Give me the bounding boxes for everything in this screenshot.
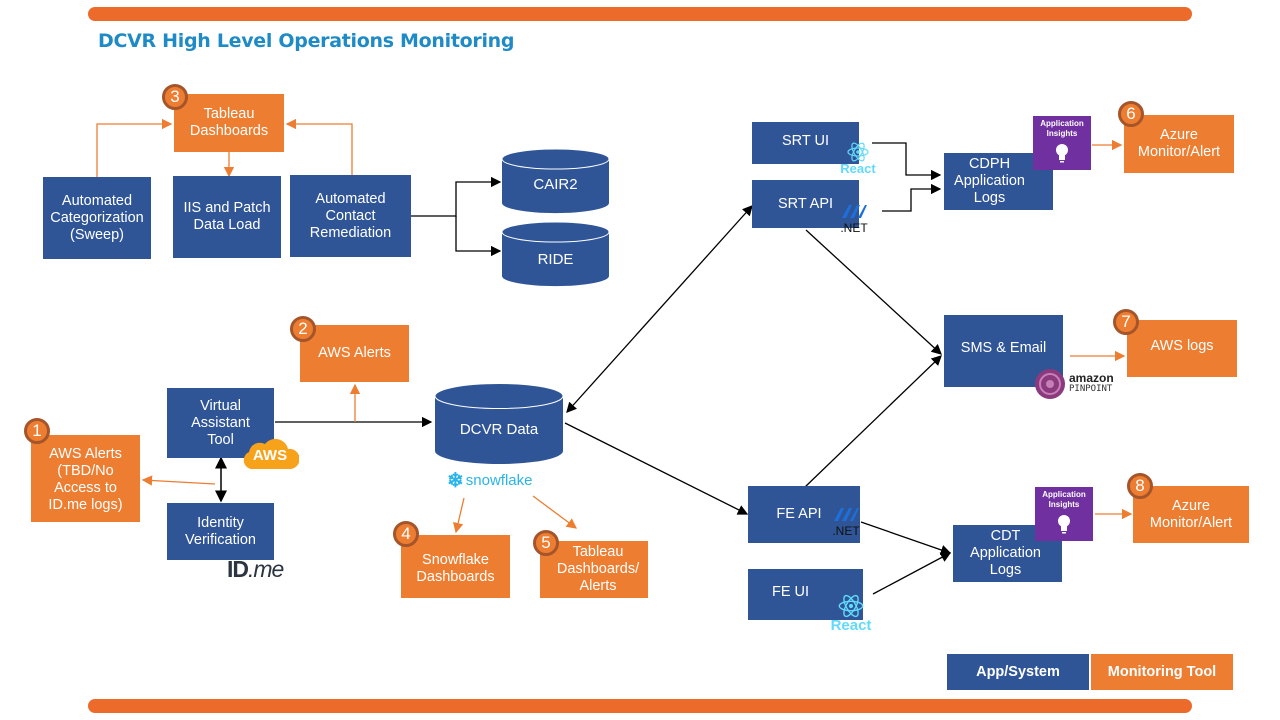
snowflake-label: snowflake [465, 472, 533, 489]
pinpoint-label: PINPOINT [1069, 384, 1113, 394]
idme-me: .me [248, 556, 284, 582]
badge-1: 1 [24, 418, 50, 444]
react-icon [847, 142, 869, 162]
react-label: React [840, 161, 876, 176]
amazon-label: amazon [1069, 371, 1114, 385]
srt-api-box: SRT API [752, 180, 859, 228]
edge-contact-to-tableau [285, 118, 353, 175]
dotnet-icon [842, 205, 867, 218]
lightbulb-icon [1058, 515, 1070, 534]
automated-categorization-box: Automated Categorization (Sweep) [43, 177, 151, 259]
idme-id: ID [227, 556, 249, 582]
dotnet-label: .NET [832, 524, 860, 538]
bottom-accent-bar [88, 699, 1192, 713]
snowflake-icon: ❄ [447, 470, 464, 492]
azure-monitor-box-6: Azure Monitor/Alert [1124, 115, 1234, 173]
amazon-pinpoint-logo: amazon PINPOINT [1034, 368, 1114, 400]
edge-contact-to-ride [455, 216, 502, 257]
dcvr-data-label: DCVR Data [459, 421, 539, 438]
aws-alerts-box-1: AWS Alerts (TBD/No Access to ID.me logs) [31, 435, 140, 522]
dotnet-logo-fe: .NET [830, 506, 862, 538]
iis-patch-box: IIS and Patch Data Load [173, 176, 281, 258]
fe-api-box: FE API [748, 486, 860, 543]
tableau-alerts-box: Tableau Dashboards/ Alerts [540, 541, 648, 598]
srt-ui-box: SRT UI [752, 122, 859, 164]
edge-contact-to-cair2 [411, 176, 502, 217]
react-icon [838, 594, 864, 618]
tableau-dashboards-box: Tableau Dashboards [174, 94, 284, 152]
idme-logo: ID.me [227, 556, 284, 583]
badge-5: 5 [533, 530, 559, 556]
edge-feapi-to-cdt [860, 521, 952, 555]
edge-sweep-to-tableau [96, 118, 173, 177]
cair2-label: CAIR2 [533, 176, 578, 193]
aws-label: AWS [252, 447, 288, 464]
react-label: React [830, 617, 872, 634]
aws-alerts-box-2: AWS Alerts [300, 325, 409, 382]
app-insights-label: Application Insights [1042, 490, 1086, 509]
automated-contact-box: Automated Contact Remediation [290, 175, 411, 257]
aws-logs-box: AWS logs [1127, 320, 1237, 377]
edge-dcvr-to-tableau-alerts [532, 495, 578, 529]
edge-dcvr-to-feapi [564, 422, 749, 515]
top-accent-bar [88, 7, 1192, 21]
edge-dcvr-to-snowflake-dash [453, 497, 465, 534]
legend-app-system: App/System [947, 654, 1089, 690]
edge-srtui-to-cdph [872, 142, 942, 181]
aws-cloud-icon [243, 438, 300, 469]
dotnet-icon [834, 508, 859, 521]
dotnet-label: .NET [840, 221, 868, 235]
dcvr-data-database: DCVR Data [434, 383, 564, 465]
app-insights-cdph: Application Insights [1033, 116, 1091, 170]
edge-dcvr-srtapi [566, 205, 753, 413]
react-logo-srt: React [836, 142, 880, 176]
edge-va-to-awsalerts1 [141, 475, 216, 486]
legend-monitoring-tool: Monitoring Tool [1091, 654, 1233, 690]
edge-srtapi-to-sms [805, 229, 942, 355]
ride-database: RIDE [501, 221, 610, 287]
pinpoint-icon [1035, 369, 1065, 399]
edge-feui-to-cdt [872, 552, 952, 595]
badge-3: 3 [162, 84, 188, 110]
badge-2: 2 [290, 316, 316, 342]
azure-monitor-box-8: Azure Monitor/Alert [1133, 486, 1249, 543]
app-insights-label: Application Insights [1040, 119, 1084, 138]
edge-feapi-to-sms [804, 355, 942, 488]
badge-4: 4 [393, 521, 419, 547]
page-title: DCVR High Level Operations Monitoring [98, 30, 515, 52]
app-insights-cdt: Application Insights [1035, 487, 1093, 541]
dotnet-logo-srt: .NET [838, 203, 870, 235]
badge-7: 7 [1113, 309, 1139, 335]
identity-verification-box: Identity Verification [167, 503, 274, 560]
badge-6: 6 [1118, 101, 1144, 127]
aws-logo: AWS [241, 437, 300, 476]
badge-8: 8 [1127, 473, 1153, 499]
snowflake-logo: ❄ snowflake [447, 468, 532, 493]
lightbulb-icon [1056, 144, 1068, 163]
snowflake-dashboards-box: Snowflake Dashboards [401, 535, 510, 598]
edge-srtapi-to-cdph [882, 183, 942, 212]
ride-label: RIDE [537, 251, 574, 268]
cair2-database: CAIR2 [501, 148, 610, 214]
react-logo-fe: React [826, 594, 876, 634]
